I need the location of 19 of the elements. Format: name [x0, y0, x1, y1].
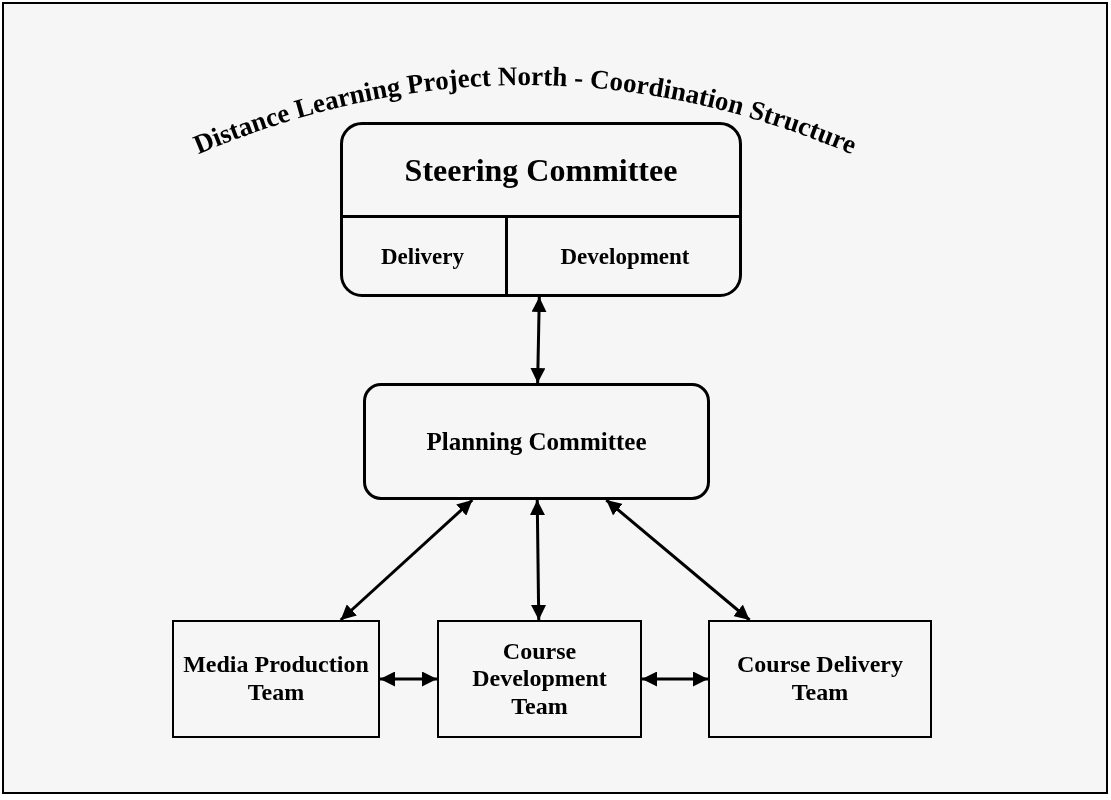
node-label: Media Production Team [182, 651, 370, 707]
double-arrow [529, 499, 547, 620]
double-arrow [339, 498, 474, 622]
team-box [437, 620, 642, 738]
node-label: Development [560, 243, 690, 272]
node-label: Delivery [381, 243, 464, 272]
team-box [172, 620, 380, 738]
node-label: Planning Committee [426, 426, 647, 457]
committee-box [340, 122, 742, 297]
double-arrow [605, 498, 751, 622]
node-label: Course Delivery Team [736, 651, 904, 707]
double-arrow [380, 671, 437, 687]
team-box [708, 620, 932, 738]
section-cell [340, 215, 508, 297]
double-arrow [642, 671, 708, 687]
node-label: Course Development Team [471, 637, 608, 721]
node-label: Steering Committee [404, 151, 678, 190]
committee-box [363, 383, 710, 500]
double-arrow [530, 296, 547, 384]
